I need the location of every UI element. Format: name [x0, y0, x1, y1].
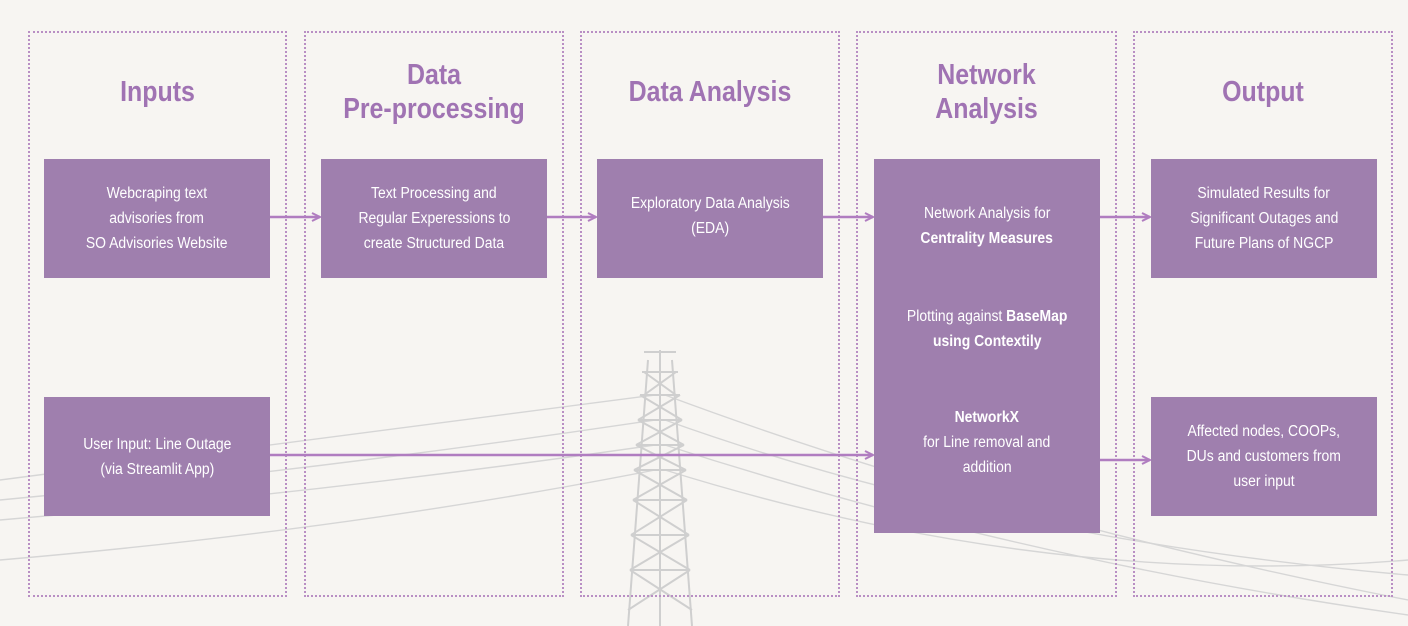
inputs-column: Inputs [28, 31, 287, 597]
network-title: Network Analysis [876, 58, 1097, 126]
centrality-line1: Network Analysis for [923, 205, 1051, 222]
text-processing-line2: Regular Experessions to [358, 210, 510, 227]
eda-box: Exploratory Data Analysis (EDA) [597, 159, 823, 278]
inputs-title: Inputs [48, 75, 267, 109]
centrality-bold-text: Centrality Measures [920, 230, 1054, 247]
text-processing-line3: create Structured Data [363, 235, 505, 252]
eda-line2: (EDA) [691, 220, 729, 237]
preprocessing-column: Data Pre-processing [304, 31, 564, 597]
output-title-line: Output [1222, 76, 1304, 108]
basemap-bold1: BaseMap [1005, 308, 1068, 325]
networkx-line2: for Line removal and [923, 434, 1051, 451]
output-title: Output [1153, 75, 1373, 109]
user-input-line2: (via Streamlit App) [100, 460, 214, 478]
preprocessing-title-line1: Data [406, 59, 462, 91]
eda-line1: Exploratory Data Analysis [630, 195, 790, 212]
basemap-line2: using Contextily [933, 329, 1042, 354]
network-column: Network Analysis [856, 31, 1117, 597]
analysis-title-line: Data Analysis [628, 76, 792, 108]
affected-line1: Affected nodes, COOPs, [1187, 423, 1341, 440]
simulated-line3: Future Plans of NGCP [1194, 235, 1334, 252]
webscraping-line3: SO Advisories Website [86, 235, 228, 252]
basemap-prefix: Plotting against [906, 308, 1006, 325]
simulated-results-box: Simulated Results for Significant Outage… [1151, 159, 1377, 278]
simulated-line1: Simulated Results for [1197, 185, 1331, 202]
preprocessing-title: Data Pre-processing [324, 58, 544, 126]
text-processing-line1: Text Processing and [371, 185, 497, 202]
network-title-line2: Analysis [935, 93, 1038, 125]
webscraping-line2: advisories from [109, 210, 205, 227]
network-analysis-box: Network Analysis for Centrality Measures… [874, 159, 1100, 533]
basemap-line1: Plotting against BaseMap [907, 304, 1068, 329]
webscraping-box: Webcraping text advisories from SO Advis… [44, 159, 270, 278]
basemap-bold2: using Contextily [932, 333, 1042, 350]
user-input-line1: User Input: Line Outage [82, 435, 232, 453]
networkx-bold: NetworkX [954, 409, 1020, 426]
output-column: Output [1133, 31, 1393, 597]
network-title-line1: Network [937, 59, 1036, 91]
preprocessing-title-line2: Pre-processing [343, 93, 525, 125]
analysis-title: Data Analysis [600, 75, 820, 109]
affected-nodes-box: Affected nodes, COOPs, DUs and customers… [1151, 397, 1377, 516]
user-input-box: User Input: Line Outage (via Streamlit A… [44, 397, 270, 516]
networkx-line1: NetworkX [955, 405, 1019, 430]
webscraping-line1: Webcraping text [106, 185, 208, 202]
analysis-column: Data Analysis [580, 31, 840, 597]
inputs-title-line: Inputs [120, 76, 195, 108]
simulated-line2: Significant Outages and [1189, 210, 1339, 227]
affected-line3: user input [1233, 473, 1295, 490]
centrality-bold: Centrality Measures [921, 226, 1054, 251]
networkx-line3: addition [962, 459, 1012, 476]
text-processing-box: Text Processing and Regular Experessions… [321, 159, 547, 278]
affected-line2: DUs and customers from [1186, 448, 1342, 465]
